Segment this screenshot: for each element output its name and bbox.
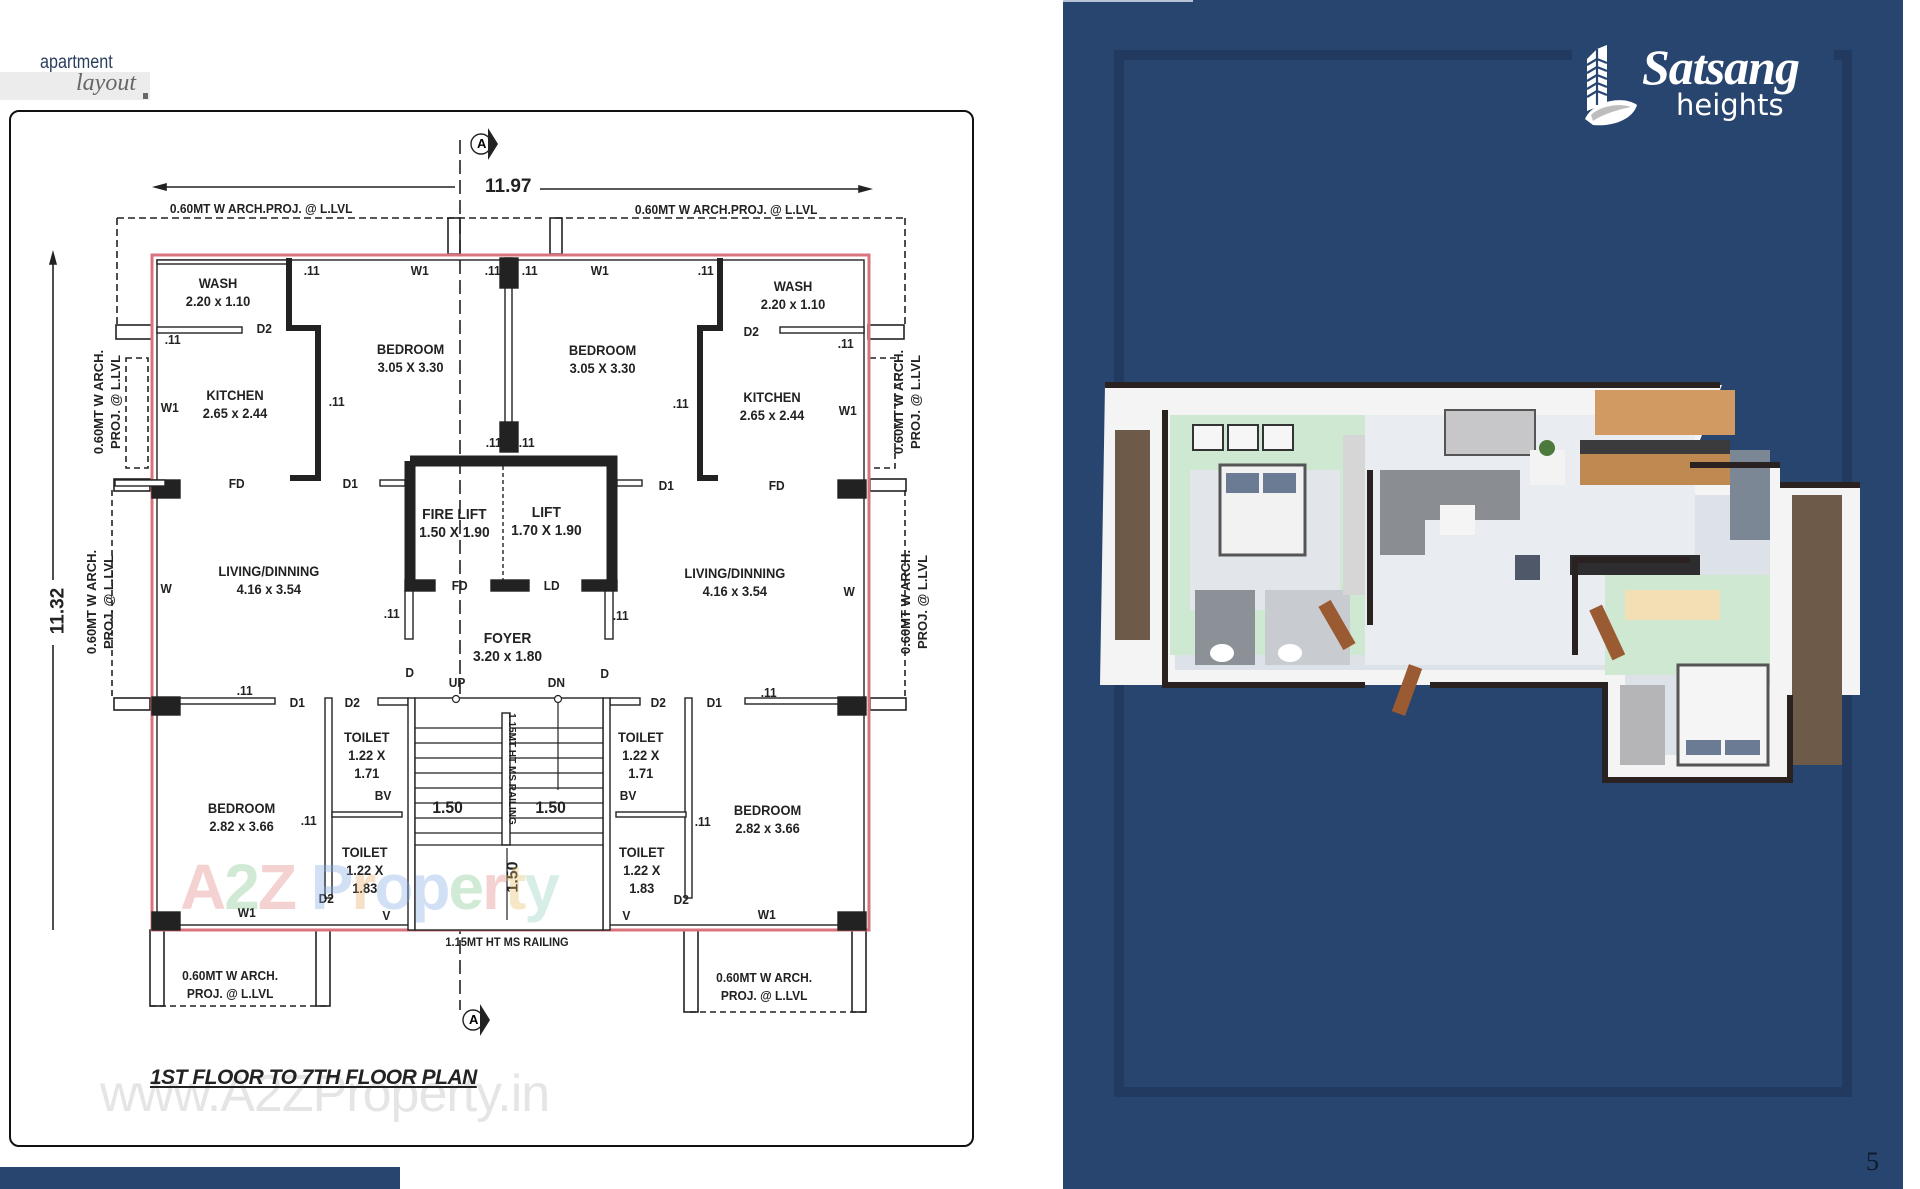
arch-proj-label-left-2: 0.60MT W ARCH.PROJ. @ L.LVL <box>84 549 117 655</box>
tag-wall: .11 <box>694 814 711 829</box>
tag-d1: D1 <box>289 695 305 710</box>
tag-wall: .11 <box>518 435 535 450</box>
tag-wall: .11 <box>303 263 320 278</box>
tag-up: UP <box>448 675 466 690</box>
header-apartment: apartment <box>40 52 113 73</box>
tag-wall: .11 <box>484 263 501 278</box>
tag-wall: .11 <box>760 685 777 700</box>
tag-fd: FD <box>228 476 245 491</box>
tag-wall: .11 <box>521 263 538 278</box>
tag-w: W <box>843 584 855 599</box>
header-layout: layout <box>76 70 136 96</box>
tag-wall: .11 <box>612 608 629 623</box>
arch-proj-label-left-1: 0.60MT W ARCH.PROJ. @ L.LVL <box>91 349 124 455</box>
header-dot <box>143 93 148 99</box>
tag-d2: D2 <box>673 892 689 907</box>
tag-d1: D1 <box>658 478 674 493</box>
tag-bv: BV <box>374 788 392 803</box>
tag-v: V <box>382 908 391 923</box>
page-number: 5 <box>1866 1147 1879 1176</box>
top-accent-strip <box>1063 0 1193 2</box>
floor-plan-drawing <box>48 128 907 1036</box>
tag-v: V <box>622 908 631 923</box>
apartment-3d-render <box>1100 355 1870 795</box>
tag-d2: D2 <box>650 695 666 710</box>
tag-wall: .11 <box>697 263 714 278</box>
tag-w1: W1 <box>838 403 857 418</box>
tag-d1: D1 <box>706 695 722 710</box>
header-band <box>0 72 150 100</box>
dim-height: 11.32 <box>47 587 69 635</box>
tag-d: D <box>600 666 610 681</box>
brand-name: Satsang <box>1642 39 1800 95</box>
section-marker-bottom: A <box>469 1012 479 1027</box>
tag-w1: W1 <box>590 263 609 278</box>
watermark-logo: A2Z Property <box>180 851 560 923</box>
arch-proj-label-bottom-left: 0.60MT W ARCH.PROJ. @ L.LVL <box>182 968 279 1001</box>
tag-wall: .11 <box>164 332 181 347</box>
floor-plan: 11.97 11.32 A A 0.60MT W ARCH.PROJ. @ L.… <box>47 128 931 1036</box>
tag-bv: BV <box>619 788 637 803</box>
railing-bottom-label: 1.15MT HT MS RAILING <box>445 935 569 949</box>
tag-d2: D2 <box>743 324 759 339</box>
tag-w1: W1 <box>757 907 776 922</box>
tag-wall: .11 <box>328 394 345 409</box>
tag-d2: D2 <box>344 695 360 710</box>
stair-railing-label: 1.15MT HT MS RAILING <box>505 713 517 825</box>
tag-w1: W1 <box>160 400 179 415</box>
tag-wall: .11 <box>485 435 502 450</box>
bottom-accent-bar <box>0 1167 400 1189</box>
tag-fd: FD <box>768 478 785 493</box>
section-marker-top: A <box>477 136 487 151</box>
stair-width-left: 1.50 <box>432 798 463 817</box>
tag-d2: D2 <box>318 891 334 906</box>
tag-fd-lift: FD <box>451 578 468 593</box>
watermark-url: www.A2ZProperty.in <box>100 1065 550 1123</box>
floor-plan-card <box>9 110 974 1147</box>
tag-w1: W1 <box>410 263 429 278</box>
arch-proj-label-bottom-right: 0.60MT W ARCH.PROJ. @ L.LVL <box>716 970 813 1003</box>
stair-width-right: 1.50 <box>535 798 566 817</box>
tag-wall: .11 <box>383 606 400 621</box>
tag-ld: LD <box>543 578 560 593</box>
arch-proj-label-top-left: 0.60MT W ARCH.PROJ. @ L.LVL <box>169 201 353 216</box>
arch-proj-label-right-1: 0.60MT W ARCH.PROJ. @ L.LVL <box>891 349 924 455</box>
tag-d: D <box>405 665 415 680</box>
tag-wall: .11 <box>672 396 689 411</box>
brand-subtitle: heights <box>1676 88 1784 122</box>
building-logo-icon <box>1583 45 1639 127</box>
dim-width: 11.97 <box>485 176 532 197</box>
tag-wall: .11 <box>236 683 253 698</box>
plan-title: 1ST FLOOR TO 7TH FLOOR PLAN <box>150 1066 477 1089</box>
tag-w: W <box>160 581 172 596</box>
tag-d1: D1 <box>342 476 358 491</box>
tag-wall: .11 <box>300 813 317 828</box>
tag-dn: DN <box>547 675 566 690</box>
arch-proj-label-top-right: 0.60MT W ARCH.PROJ. @ L.LVL <box>634 202 818 217</box>
tag-d2: D2 <box>256 321 272 336</box>
tag-w1: W1 <box>237 905 256 920</box>
tag-wall: .11 <box>837 336 854 351</box>
arch-proj-label-right-2: 0.60MT W ARCH.PROJ. @ L.LVL <box>898 549 931 655</box>
